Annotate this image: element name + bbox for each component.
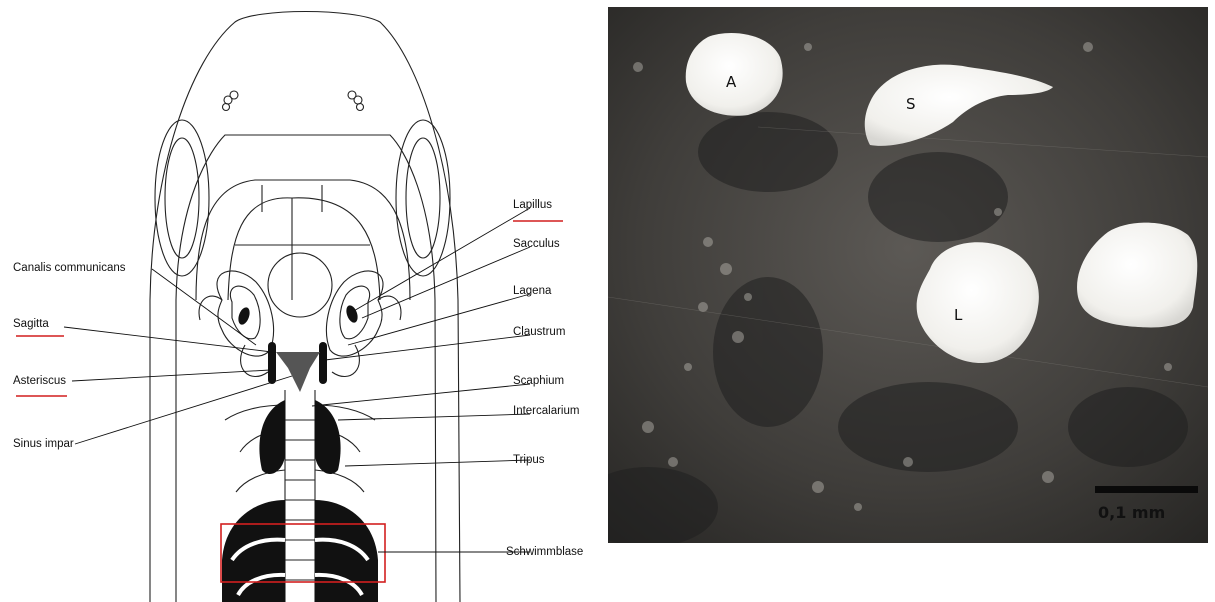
- right-eye: [396, 120, 450, 276]
- label-schwimmblase: Schwimmblase: [506, 546, 583, 558]
- brain-lobe: [268, 253, 332, 317]
- label-sacculus: Sacculus: [513, 238, 560, 250]
- label-claustrum: Claustrum: [513, 326, 565, 338]
- scale-bar: [1095, 486, 1198, 493]
- left-lapillus-otolith: [236, 306, 252, 326]
- weberian-right: [315, 400, 341, 474]
- swim-bladder-right: [315, 500, 378, 602]
- left-eye: [155, 120, 209, 276]
- label-sinus-impar: Sinus impar: [13, 438, 74, 450]
- sinus-impar: [276, 352, 320, 392]
- label-asteriscus: Asteriscus: [13, 375, 66, 387]
- label-tripus: Tripus: [513, 454, 545, 466]
- right-sagitta-otolith: [319, 342, 327, 384]
- weberian-left: [259, 400, 285, 474]
- label-lagena: Lagena: [513, 285, 552, 297]
- vertebral-column: [285, 390, 315, 602]
- otolith-label-a: A: [726, 73, 737, 91]
- otolith-micrograph: A S L 0,1 mm: [608, 7, 1208, 543]
- inner-ear-anatomy-diagram: Lapillus Sacculus Lagena Claustrum Scaph…: [0, 0, 606, 602]
- label-intercalarium: Intercalarium: [513, 405, 579, 417]
- right-eye-inner: [406, 138, 440, 258]
- label-scaphium: Scaphium: [513, 375, 564, 387]
- label-lapillus: Lapillus: [513, 199, 552, 211]
- label-sagitta: Sagitta: [13, 318, 49, 330]
- head-outline: [150, 12, 460, 602]
- left-sagitta-otolith: [268, 342, 276, 384]
- label-canalis-communicans: Canalis communicans: [13, 262, 126, 274]
- otolith-label-l: L: [954, 306, 963, 324]
- otolith-label-s: S: [906, 95, 916, 113]
- scale-bar-label: 0,1 mm: [1098, 503, 1165, 522]
- swim-bladder-left: [222, 500, 285, 602]
- right-lapillus-otolith: [344, 304, 360, 324]
- left-eye-inner: [165, 138, 199, 258]
